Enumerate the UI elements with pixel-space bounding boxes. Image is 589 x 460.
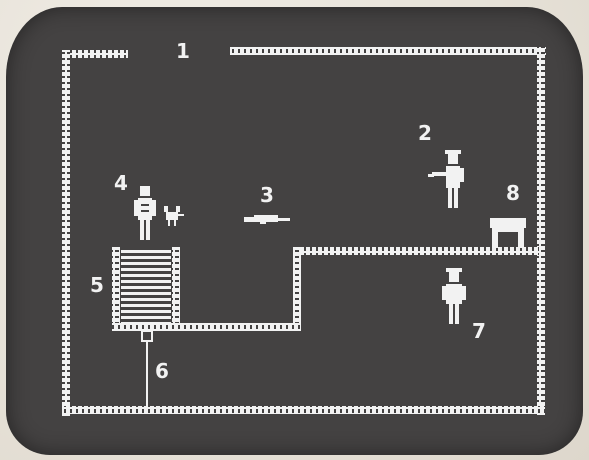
label-5: 5 xyxy=(90,273,104,297)
small-animal-icon xyxy=(164,206,184,226)
fallen-body-icon xyxy=(244,215,290,224)
stick-figure-icon xyxy=(134,186,156,240)
walls xyxy=(62,47,546,416)
label-4: 4 xyxy=(114,171,128,195)
rope-icon[interactable] xyxy=(142,331,152,406)
staircase-right-rail xyxy=(172,247,180,331)
wall-left xyxy=(62,50,70,416)
wall-divider-upper xyxy=(293,247,539,255)
label-7: 7 xyxy=(472,319,486,343)
wall-bottom xyxy=(62,406,545,414)
wall-right xyxy=(537,47,545,415)
staircase-left-rail xyxy=(112,247,120,331)
wall-divider-lower xyxy=(172,323,300,331)
label-2: 2 xyxy=(418,121,432,145)
guard-with-gun-icon xyxy=(428,150,464,208)
staircase-base xyxy=(112,323,180,331)
staircase[interactable] xyxy=(112,247,180,331)
wall-top-left xyxy=(62,50,128,58)
label-6: 6 xyxy=(155,359,169,383)
guard-icon xyxy=(442,268,466,324)
label-3: 3 xyxy=(260,183,274,207)
wall-divider-vertical xyxy=(293,247,301,331)
label-1: 1 xyxy=(176,39,190,63)
staircase-steps xyxy=(121,250,171,325)
wall-top-right xyxy=(230,47,546,55)
label-8: 8 xyxy=(506,181,520,205)
chest-icon[interactable] xyxy=(490,218,526,248)
